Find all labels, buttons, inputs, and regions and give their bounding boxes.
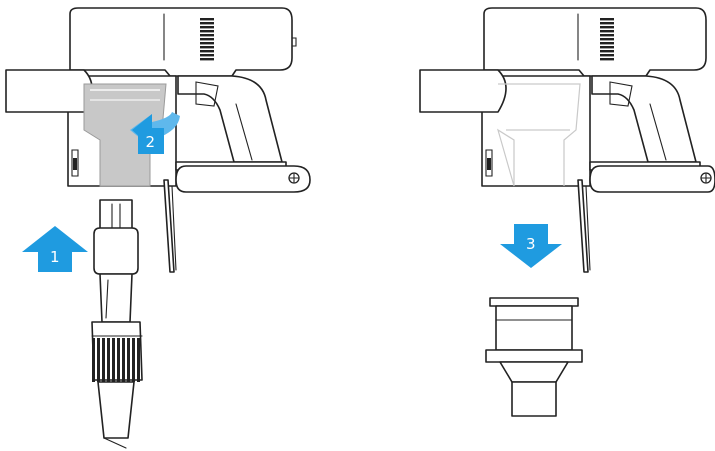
arrow-up-icon	[22, 226, 88, 272]
step-1-up-arrow: 1	[22, 226, 88, 272]
cyclone-left	[83, 83, 167, 187]
step-2-label: 2	[146, 133, 156, 151]
brush-attachment	[91, 199, 143, 449]
detached-adapter	[485, 297, 583, 417]
battery-button-icon	[288, 172, 300, 184]
battery-button-icon-right	[700, 172, 712, 184]
vacuum-body-right	[419, 7, 715, 273]
step-3-label: 3	[526, 235, 536, 253]
vent-grille-icon	[200, 18, 214, 61]
step-1-label: 1	[50, 248, 60, 266]
panel-left: 2 1	[5, 7, 311, 449]
vent-grille-icon-right	[600, 18, 614, 61]
step-3-down-arrow: 3	[500, 224, 562, 268]
panel-right: 3	[419, 7, 715, 417]
step-2-rotate-arrow: 2	[130, 112, 180, 154]
arrow-down-icon	[500, 224, 562, 268]
